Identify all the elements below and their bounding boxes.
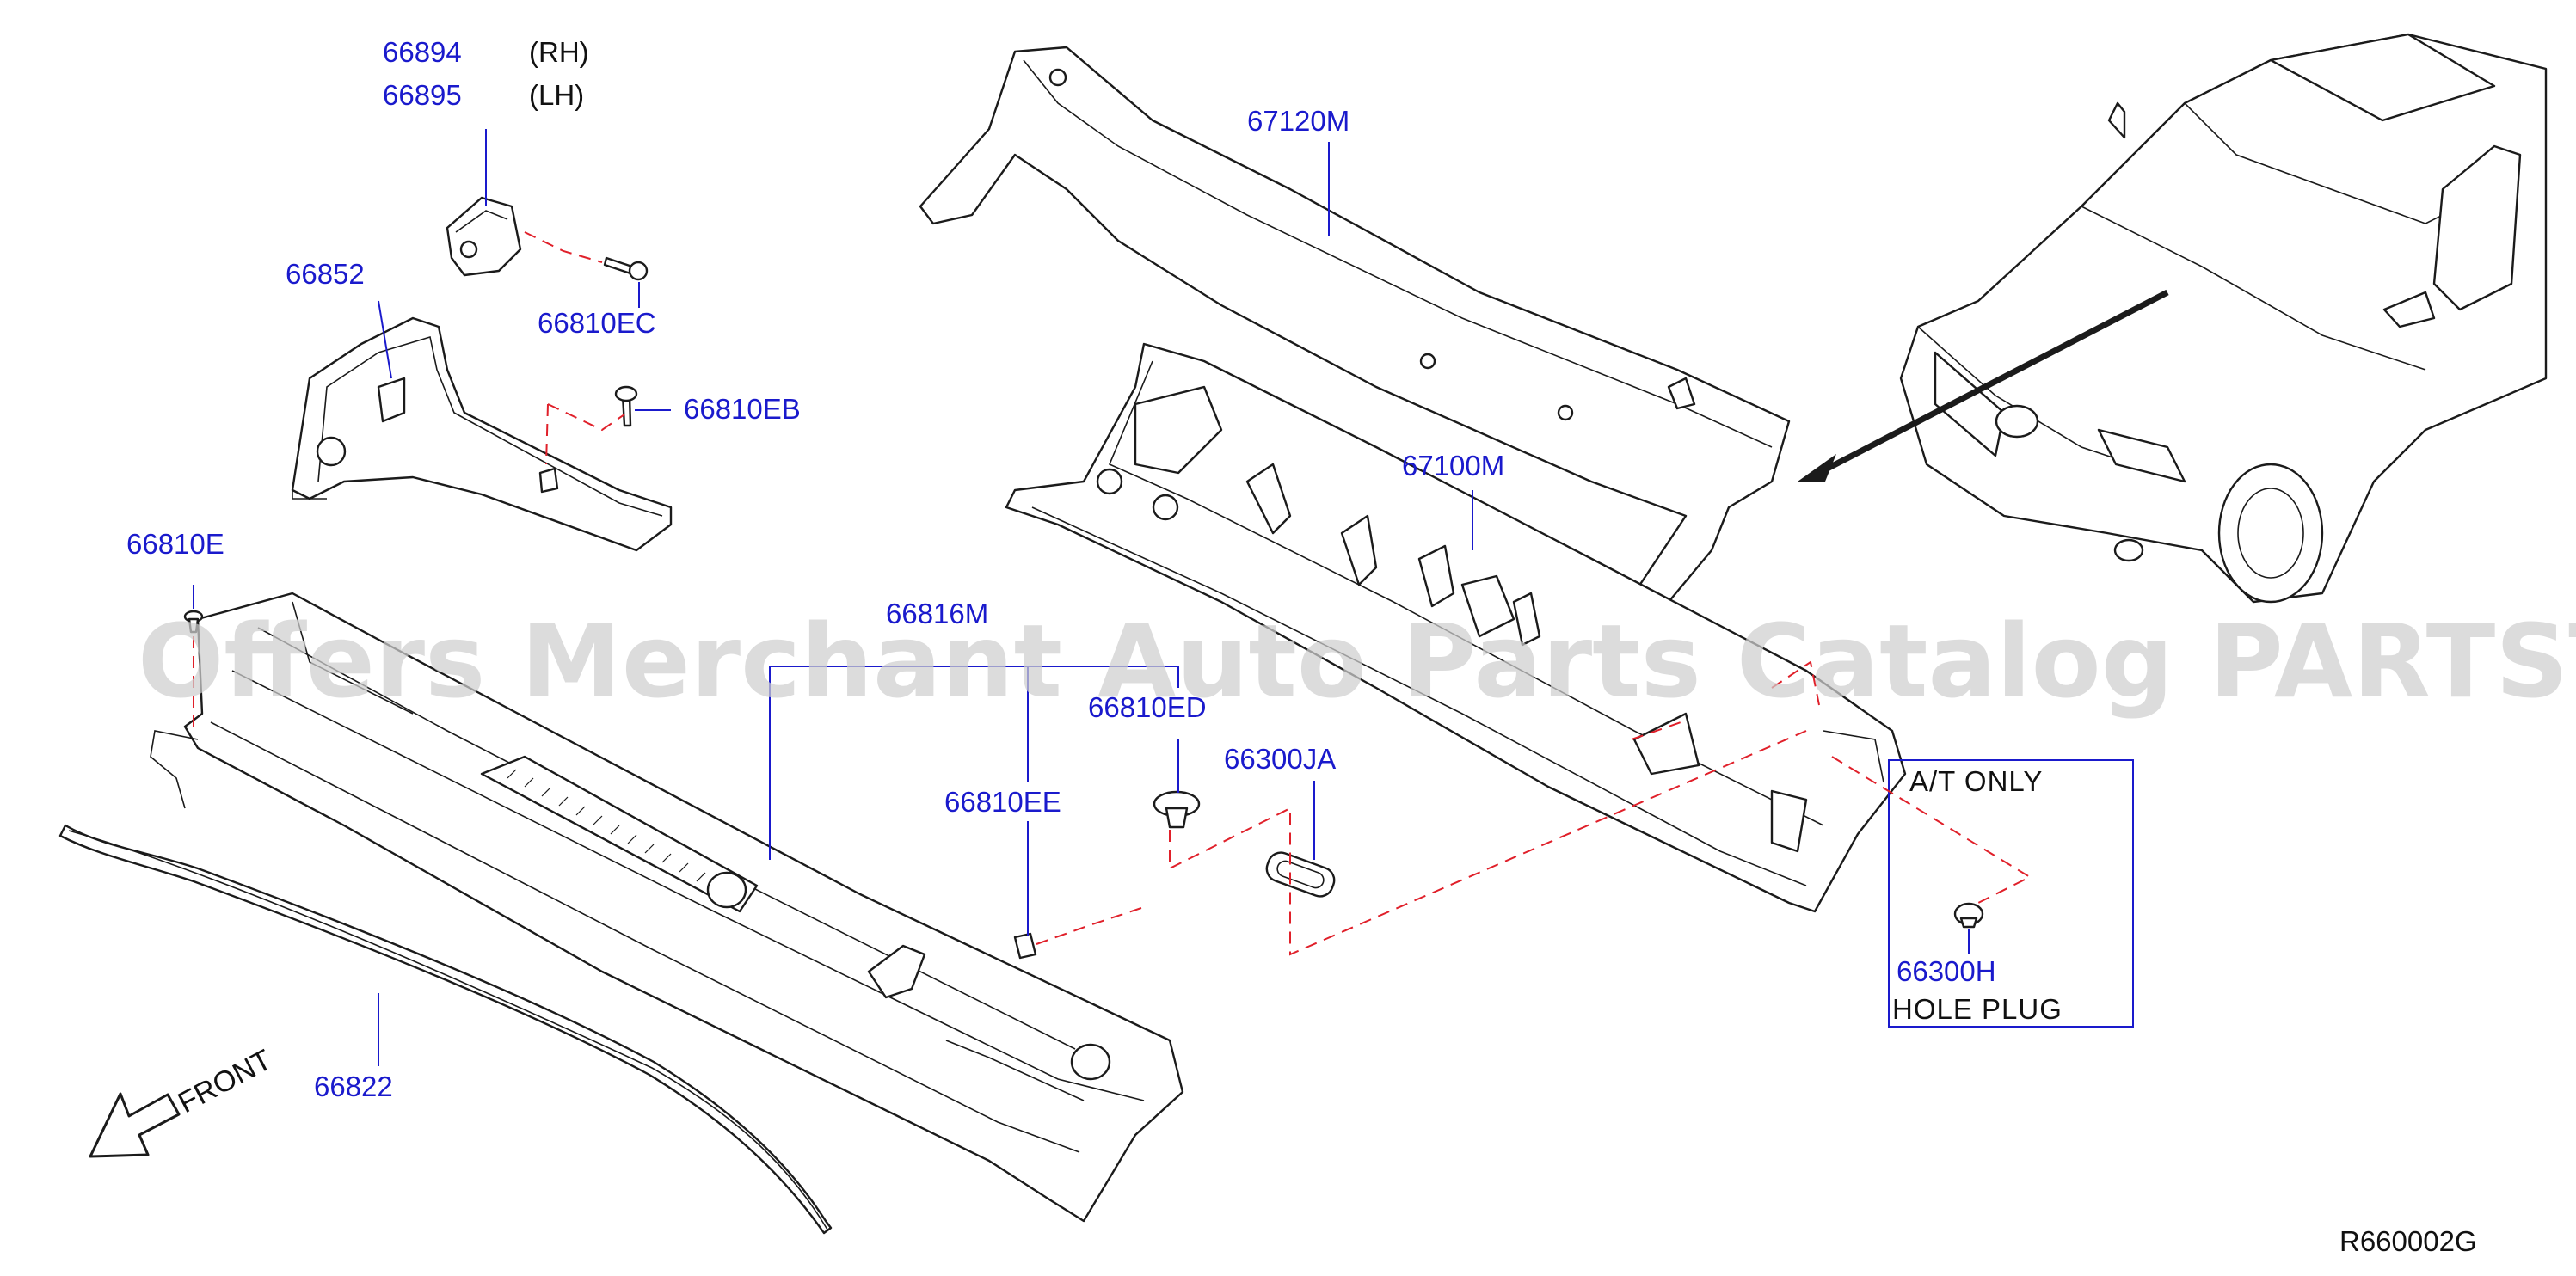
screw-66810EC-drawing: [603, 256, 649, 281]
part-number-66300H[interactable]: 66300H: [1897, 955, 1996, 987]
part-number-66810ED[interactable]: 66810ED: [1088, 691, 1207, 723]
cowl-lower-panel-drawing: [1005, 342, 1907, 913]
part-number-66894[interactable]: 66894: [383, 36, 462, 68]
side-label-rh: (RH): [529, 36, 589, 68]
clip-66810EE-drawing: [1013, 932, 1037, 960]
part-number-66852[interactable]: 66852: [286, 258, 365, 290]
part-number-66810EC[interactable]: 66810EC: [538, 307, 656, 339]
dashed-connectors: [193, 231, 2032, 956]
left-hook-drawing: [150, 730, 199, 809]
part-number-66300JA[interactable]: 66300JA: [1224, 743, 1336, 775]
cowl-upper-panel-drawing: [919, 46, 1791, 604]
inset-caption: HOLE PLUG: [1892, 993, 2063, 1025]
part-number-66816M[interactable]: 66816M: [886, 598, 988, 629]
grommet-66300JA-drawing: [1265, 851, 1336, 898]
part-number-66895[interactable]: 66895: [383, 79, 462, 111]
leader-lines: [193, 129, 1473, 1066]
cowl-seal-drawing: [58, 824, 833, 1235]
screw-66810EB-drawing: [614, 385, 638, 427]
side-label-lh: (LH): [529, 79, 584, 111]
part-number-67120M[interactable]: 67120M: [1247, 105, 1349, 137]
part-number-66810E[interactable]: 66810E: [126, 528, 224, 560]
front-label: FRONT: [173, 1044, 277, 1120]
part-number-67100M[interactable]: 67100M: [1402, 450, 1504, 482]
bracket-66894-drawing: [446, 196, 522, 277]
watermark-text: Offers Merchant Auto Parts Catalog PARTS…: [138, 602, 2576, 721]
clip-66810ED-drawing: [1153, 790, 1201, 829]
diagram-code: R660002G: [2339, 1225, 2477, 1257]
part-number-66810EE[interactable]: 66810EE: [944, 786, 1061, 818]
vehicle-location-illustration: [1798, 33, 2548, 604]
inset-header: A/T ONLY: [1909, 765, 2043, 797]
part-number-66810EB[interactable]: 66810EB: [684, 393, 801, 425]
cowl-grille-drawing: [183, 592, 1184, 1223]
front-direction-indicator: FRONT: [89, 1044, 277, 1158]
part-number-66822[interactable]: 66822: [314, 1070, 393, 1102]
at-only-inset-box: [1888, 759, 2134, 1028]
clip-66810E-drawing: [183, 610, 204, 634]
bracket-66852-drawing: [291, 316, 673, 552]
